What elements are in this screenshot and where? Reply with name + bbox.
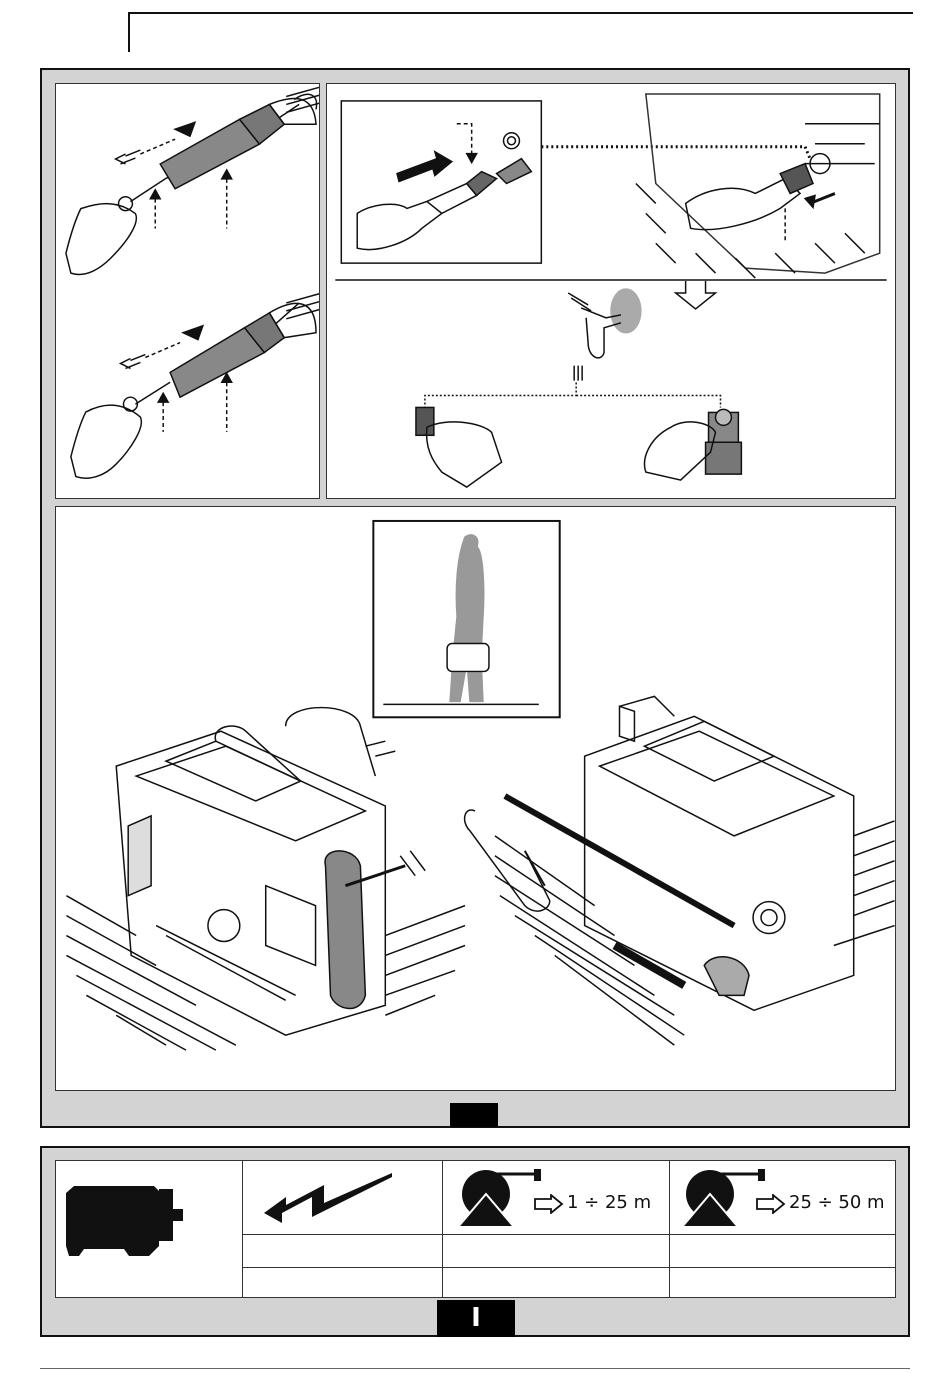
header-rule-horizontal — [128, 12, 913, 14]
page-tab: I — [437, 1300, 515, 1337]
electric-lightning-icon — [264, 1173, 404, 1223]
nozzle-cleaning-illustration — [56, 84, 319, 498]
panel-water-inlet — [326, 83, 896, 499]
cable-reel-icon — [456, 1169, 546, 1229]
arrow-right-icon — [756, 1194, 786, 1214]
motor-icon — [64, 1181, 189, 1261]
footer-rule — [40, 1368, 910, 1369]
figure-tab — [450, 1103, 498, 1127]
header-rule-vertical — [128, 12, 130, 52]
cable-table: 1 ÷ 25 m 25 ÷ 50 m — [55, 1160, 896, 1298]
range-long-label: 25 ÷ 50 m — [789, 1192, 885, 1213]
panel-transport-storage — [55, 506, 896, 1091]
panel-nozzle-cleaning — [55, 83, 320, 499]
carry-and-storage-illustration — [56, 507, 895, 1090]
arrow-right-icon — [534, 1194, 564, 1214]
range-short-label: 1 ÷ 25 m — [567, 1192, 651, 1213]
water-inlet-connection-illustration — [327, 84, 895, 498]
